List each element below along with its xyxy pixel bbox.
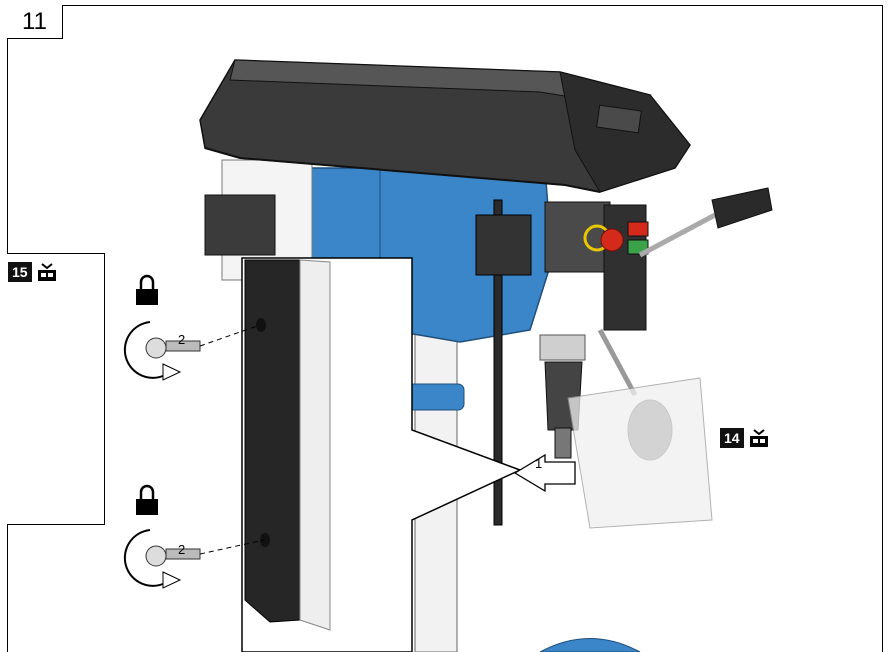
lock-icon — [136, 484, 158, 515]
step-number: 11 — [7, 5, 63, 39]
callout-1-label: 1 — [535, 456, 543, 471]
callout-2-upper-label: 2 — [178, 332, 186, 347]
guard-detail-panel — [241, 257, 522, 652]
callout-2-lower-label: 2 — [178, 542, 186, 557]
head-cover — [199, 59, 691, 193]
box-icon — [749, 429, 768, 447]
depth-rod — [475, 199, 532, 526]
box-icon — [37, 263, 56, 281]
callout-arrow-1 — [513, 453, 576, 493]
screw-lower — [123, 529, 265, 589]
chuck — [539, 334, 586, 459]
part-badge-14: 14 — [720, 428, 770, 448]
part-panel — [7, 253, 105, 525]
lock-icon — [136, 274, 158, 305]
screw-upper — [123, 321, 261, 381]
part-badge-15: 15 — [8, 262, 58, 282]
switch-box — [544, 201, 649, 331]
